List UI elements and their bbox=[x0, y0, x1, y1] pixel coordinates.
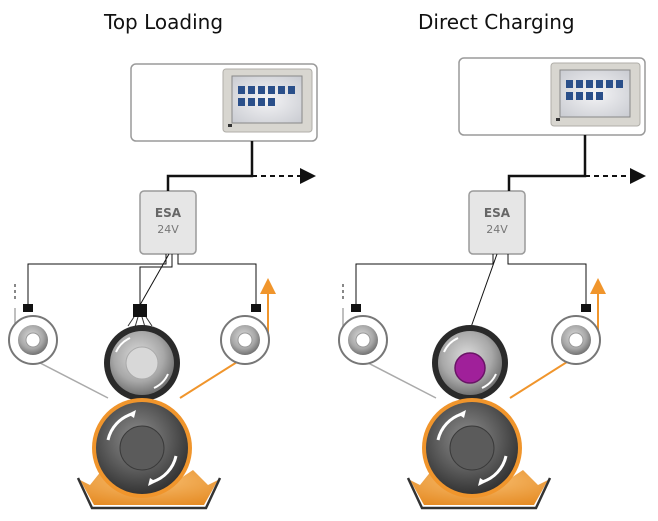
sensor-wires bbox=[27, 253, 257, 306]
guide-roller-left bbox=[338, 315, 388, 365]
guide-roller-right bbox=[220, 315, 270, 365]
charging-nozzle bbox=[127, 304, 153, 328]
sensor-right bbox=[251, 304, 261, 312]
touchscreen-monitor bbox=[550, 62, 641, 127]
impression-roller bbox=[104, 325, 180, 401]
ink-bath bbox=[410, 470, 548, 505]
panel-direct-charging: ESA 24V bbox=[338, 57, 646, 510]
esa-label: ESA bbox=[155, 206, 182, 220]
bus-cable bbox=[166, 141, 254, 191]
sensor-right bbox=[581, 304, 591, 312]
sensor-left bbox=[351, 304, 361, 312]
gravure-cylinder bbox=[422, 398, 522, 498]
guide-roller-right bbox=[551, 315, 601, 365]
panel-title-top-loading: Top Loading bbox=[104, 10, 224, 34]
sensor-wires bbox=[355, 253, 587, 331]
guide-roller-left bbox=[8, 315, 58, 365]
esa-label: ESA bbox=[484, 206, 511, 220]
bus-cable bbox=[507, 135, 587, 191]
panel-title-direct-charging: Direct Charging bbox=[418, 10, 575, 34]
charging-core bbox=[454, 352, 486, 384]
ink-bath bbox=[80, 470, 218, 505]
panel-top-loading: ESA 24V bbox=[8, 63, 318, 510]
ink-tray bbox=[76, 477, 222, 510]
esa-voltage: 24V bbox=[157, 223, 179, 236]
esa-voltage: 24V bbox=[486, 223, 508, 236]
touchscreen-monitor bbox=[222, 68, 313, 133]
ink-tray bbox=[406, 477, 552, 510]
gravure-cylinder bbox=[92, 398, 192, 498]
charged-impression-roller bbox=[432, 325, 508, 401]
sensor-left bbox=[23, 304, 33, 312]
